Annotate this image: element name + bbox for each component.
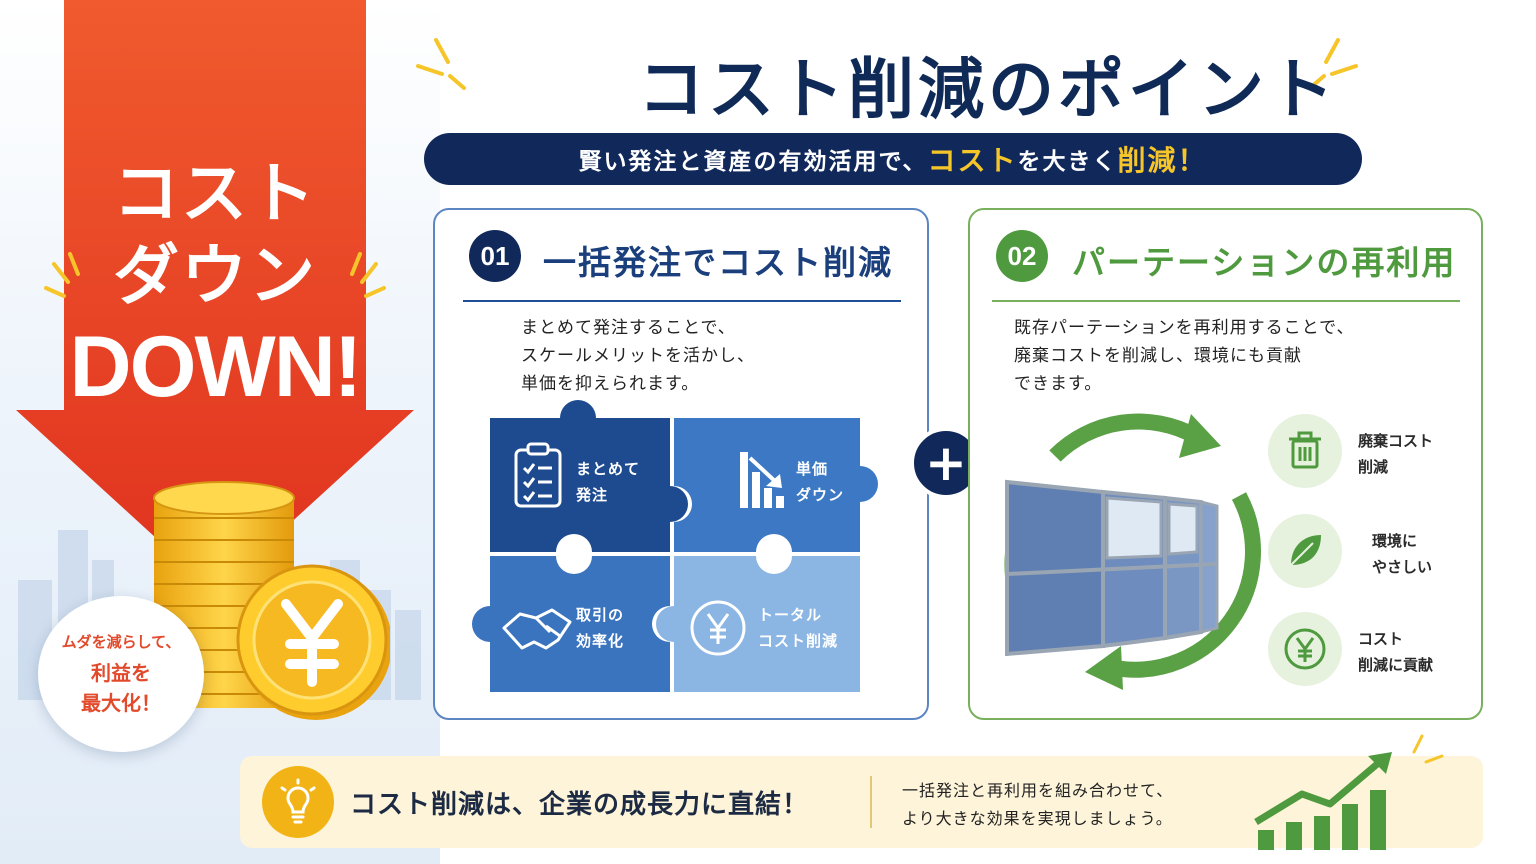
recycle-partition-illustration (1004, 413, 1261, 690)
conclusion-headline: コスト削減は、企業の成長力に直結！ (350, 790, 810, 820)
puzzle-label-line: コスト削減 (758, 632, 839, 650)
panel2-title: パーテーションの再利用 (1072, 243, 1457, 282)
puzzle-label-efficiency: 取引の 効率化 (576, 602, 624, 654)
panel2-number-badge: 02 (996, 230, 1048, 282)
leaf-icon (1268, 514, 1342, 588)
bubble-line3: 最大化！ (81, 690, 161, 715)
conclusion-divider (870, 776, 872, 828)
coin-stack-illustration (153, 481, 390, 720)
conclusion-sub-line: より大きな効果を実現しましょう。 (902, 809, 1173, 828)
subtitle-banner: 賢い発注と資産の有効活用で、 コスト を大きく 削減！ (424, 133, 1362, 185)
benefit-label-line: 廃棄コスト (1358, 432, 1434, 450)
panel2-divider (992, 300, 1460, 302)
panel1-desc-line: まとめて発注することで、 (521, 318, 736, 338)
subtitle-text-pre: 賢い発注と資産の有効活用で、 (578, 149, 928, 175)
puzzle-label-line: まとめて (576, 460, 641, 478)
puzzle-label-total-cost: トータル コスト削減 (758, 602, 838, 654)
benefit-eco: 環境に やさしい (1268, 514, 1432, 588)
title-sparkle-left-icon (416, 38, 466, 90)
down-arrow-graphic (16, 0, 414, 592)
bubble-line2: 利益を (91, 660, 151, 685)
puzzle-graphic (472, 400, 878, 692)
subtitle-highlight-cost: コスト (927, 144, 1018, 177)
panel2-description: 既存パーテーションを再利用することで、 廃棄コストを削減し、環境にも貢献 できま… (1014, 314, 1354, 398)
puzzle-label-line: トータル (758, 606, 823, 624)
sparkle-left-icon (44, 252, 80, 298)
benefit-disposal-cost: 廃棄コスト 削減 (1268, 414, 1433, 488)
arrow-text-down-en: DOWN! (69, 319, 363, 415)
conclusion-sub-line: 一括発注と再利用を組み合わせて、 (902, 781, 1174, 800)
trash-icon (1268, 414, 1342, 488)
puzzle-label-line: 取引の (576, 606, 625, 624)
benefit-cost-contribution: コスト 削減に貢献 (1268, 612, 1433, 686)
title-sparkle-right-icon (1308, 38, 1358, 90)
panel2-desc-line: できます。 (1014, 374, 1103, 394)
benefit-label: 環境に やさしい (1372, 528, 1482, 580)
benefit-label-line: 環境に (1372, 532, 1418, 550)
growth-chart-icon (1254, 734, 1444, 850)
panel1-number-badge: 01 (469, 230, 521, 282)
panel2-desc-line: 既存パーテーションを再利用することで、 (1014, 318, 1355, 338)
panel2-desc-line: 廃棄コストを削減し、環境にも貢献 (1014, 346, 1302, 366)
benefit-label: 廃棄コスト 削減 (1358, 428, 1468, 480)
handshake-icon (502, 608, 572, 650)
benefit-label-line: 削減 (1358, 458, 1389, 476)
sparkle-right-icon (350, 252, 386, 298)
bar-chart-down-icon (740, 452, 784, 508)
arrow-text-cost: コスト (113, 155, 317, 232)
panel1-desc-line: スケールメリットを活かし、 (521, 346, 755, 366)
puzzle-label-unit-price: 単価 ダウン (796, 456, 844, 508)
panel1-description: まとめて発注することで、 スケールメリットを活かし、 単価を抑えられます。 (521, 314, 755, 398)
lightbulb-icon (262, 766, 334, 838)
panel1-divider (463, 300, 901, 302)
bubble-line1: ムダを減らして、 (61, 632, 181, 651)
panel1-title: 一括発注でコスト削減 (543, 243, 893, 282)
clipboard-icon (514, 442, 562, 508)
subtitle-highlight-reduce: 削減！ (1117, 144, 1208, 177)
puzzle-label-line: 発注 (576, 486, 609, 504)
puzzle-label-line: 単価 (796, 460, 829, 478)
puzzle-label-bulk: まとめて 発注 (576, 456, 640, 508)
conclusion-bar (240, 756, 1483, 848)
subtitle-text-mid: を大きく (1017, 149, 1118, 175)
arrow-text-down-jp: ダウン (113, 237, 317, 314)
yen-icon (1268, 612, 1342, 686)
benefit-label-line: やさしい (1372, 558, 1433, 576)
conclusion-subtext: 一括発注と再利用を組み合わせて、 より大きな効果を実現しましょう。 (902, 777, 1173, 833)
puzzle-label-line: ダウン (796, 486, 845, 504)
puzzle-label-line: 効率化 (576, 632, 625, 650)
benefit-label: コスト 削減に貢献 (1358, 626, 1468, 678)
profit-bubble: ムダを減らして、 利益を 最大化！ (38, 596, 204, 752)
benefit-label-line: 削減に貢献 (1358, 656, 1434, 674)
benefit-label-line: コスト (1358, 630, 1404, 648)
page-title: コスト削減のポイント (638, 51, 1338, 128)
panel1-desc-line: 単価を抑えられます。 (521, 374, 700, 394)
yen-circle-icon (690, 600, 746, 656)
